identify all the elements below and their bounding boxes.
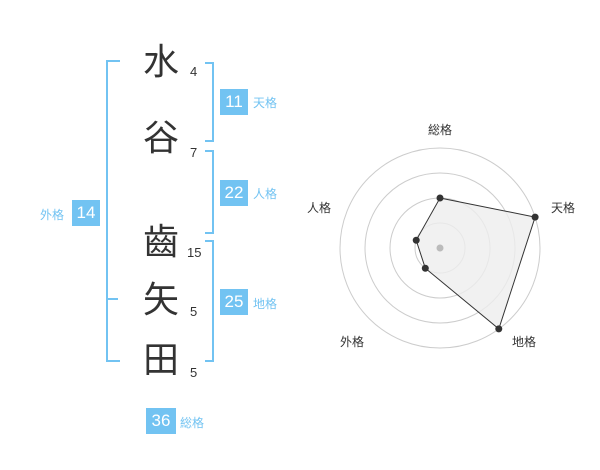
radar-point-4 xyxy=(421,264,429,272)
radar-ring-4 xyxy=(339,147,541,349)
soukaku-badge: 36 xyxy=(146,408,176,434)
tenkaku-label: 天格 xyxy=(253,96,278,110)
radar-ring-2 xyxy=(389,197,491,299)
gaikaku-bracket xyxy=(106,60,120,362)
gaikaku-label: 外格 xyxy=(40,208,65,222)
radar-point-5 xyxy=(412,236,420,244)
radar-center-dot xyxy=(436,244,444,252)
radar-point-3 xyxy=(495,325,503,333)
radar-area xyxy=(415,197,536,330)
radar-ring-1 xyxy=(414,222,466,274)
stroke-count-1: 4 xyxy=(190,64,198,79)
jinkaku-badge: 22 xyxy=(220,180,248,206)
tenkaku-bracket xyxy=(205,62,214,142)
name-char-1: 水 xyxy=(142,42,179,83)
gaikaku-bracket-tick xyxy=(106,298,118,300)
radar-axis-label-gaikaku: 外格 xyxy=(340,334,364,349)
chikaku-bracket xyxy=(205,240,214,362)
stroke-count-5: 5 xyxy=(190,365,198,380)
chikaku-label: 地格 xyxy=(253,297,278,311)
stroke-count-3: 15 xyxy=(187,245,202,260)
tenkaku-badge: 11 xyxy=(220,89,248,115)
gaikaku-badge: 14 xyxy=(72,200,100,226)
radar-axis-label-chikaku: 地格 xyxy=(512,334,536,349)
stroke-count-4: 5 xyxy=(190,304,198,319)
radar-point-1 xyxy=(436,194,444,202)
radar-axis-label-jinkaku: 人格 xyxy=(307,200,331,215)
jinkaku-label: 人格 xyxy=(253,187,278,201)
soukaku-label: 総格 xyxy=(180,416,205,430)
name-char-5: 田 xyxy=(142,340,179,381)
name-char-2: 谷 xyxy=(142,118,179,159)
radar-axis-label-tenkaku: 天格 xyxy=(551,200,575,215)
jinkaku-bracket xyxy=(205,150,214,234)
stroke-count-2: 7 xyxy=(190,145,198,160)
name-char-3: 齒 xyxy=(142,222,179,263)
radar-axis-label-soukaku: 総格 xyxy=(428,122,452,137)
chikaku-badge: 25 xyxy=(220,289,248,315)
radar-point-2 xyxy=(531,213,539,221)
name-char-4: 矢 xyxy=(142,280,179,321)
radar-ring-3 xyxy=(364,172,516,324)
